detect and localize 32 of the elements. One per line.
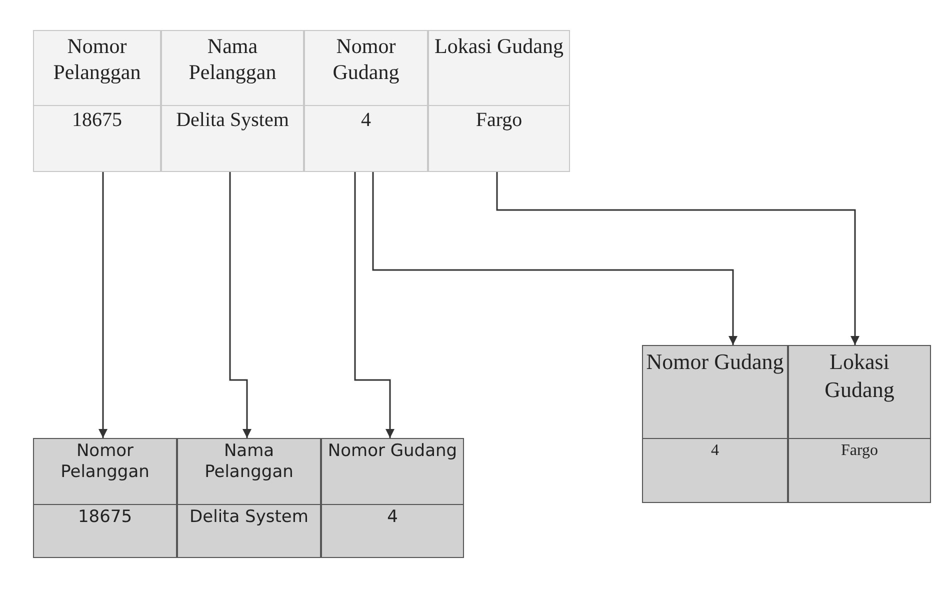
cell-value: Fargo xyxy=(840,441,880,461)
cell-value: Fargo xyxy=(474,108,524,133)
table-column xyxy=(33,438,177,558)
column-header: Nomor Gudang xyxy=(643,346,787,439)
table-column xyxy=(304,30,428,172)
column-header: Nomor Gudang xyxy=(305,31,427,106)
arrow xyxy=(98,172,108,438)
cell-value: Delita System xyxy=(188,506,310,529)
cell-value: Delita System xyxy=(175,108,290,133)
arrow xyxy=(372,172,738,345)
column-header: Nomor Pelanggan xyxy=(34,439,176,505)
table-column xyxy=(33,30,161,172)
column-header: Nama Pelanggan xyxy=(162,31,303,106)
table-column xyxy=(161,30,304,172)
arrow xyxy=(496,172,860,345)
column-header: Nomor Gudang xyxy=(322,439,463,505)
cell-value: 4 xyxy=(360,108,372,133)
table-column xyxy=(788,345,931,503)
table-column xyxy=(177,438,321,558)
column-header: Lokasi Gudang xyxy=(429,31,569,106)
cell-value: 4 xyxy=(386,506,399,529)
column-header: Nama Pelanggan xyxy=(178,439,320,505)
table-column xyxy=(428,30,570,172)
arrow xyxy=(354,172,394,438)
column-header: Lokasi Gudang xyxy=(789,346,930,439)
table-column xyxy=(642,345,788,503)
table-column xyxy=(321,438,464,558)
cell-value: 18675 xyxy=(71,108,123,133)
arrow xyxy=(229,172,252,438)
column-header: Nomor Pelanggan xyxy=(34,31,160,106)
cell-value: 4 xyxy=(710,441,720,461)
cell-value: 18675 xyxy=(76,506,134,529)
